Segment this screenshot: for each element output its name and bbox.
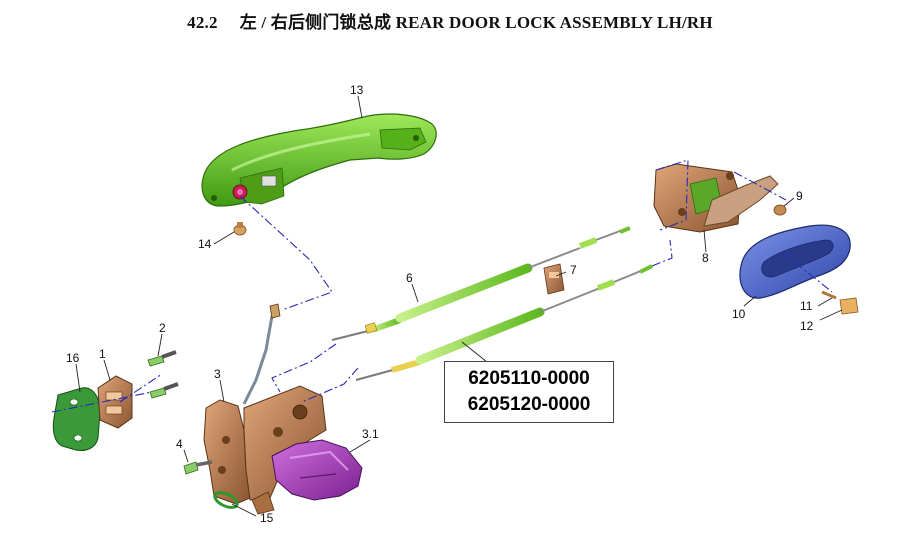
- callout-2: 2: [159, 321, 166, 335]
- page-title: 42.2 左 / 右后侧门锁总成 REAR DOOR LOCK ASSEMBLY …: [0, 8, 900, 33]
- part-number-rh: 6205120-0000: [467, 394, 591, 415]
- motor-cover-part-3.1: [271, 439, 363, 501]
- door-lock-body-part-3: [203, 385, 327, 515]
- screws-part-2: [147, 350, 179, 399]
- assembly-guide-lines: [51, 159, 833, 413]
- control-rod: [242, 315, 274, 405]
- callout-8: 8: [702, 251, 709, 265]
- callout-10: 10: [732, 307, 746, 321]
- callout-1: 1: [99, 347, 106, 361]
- section-number: 42.2: [187, 13, 218, 32]
- callout-7: 7: [570, 263, 577, 277]
- callout-11: 11: [800, 299, 813, 313]
- cable-part-6: [331, 226, 631, 341]
- callout-3: 3: [214, 367, 221, 381]
- part-number-lh: 6205110-0000: [468, 368, 590, 389]
- callout-15: 15: [260, 511, 274, 525]
- callout-3-1: 3.1: [362, 427, 379, 441]
- cable-part-5: [355, 264, 653, 381]
- screw-part-9: [773, 204, 787, 216]
- callout-12: 12: [800, 319, 814, 333]
- callout-14: 14: [198, 237, 212, 251]
- leader-lines: [75, 95, 843, 517]
- bracket-part-1: [97, 375, 133, 429]
- inner-handle-mechanism-part-8: [653, 163, 779, 233]
- title-chinese: 左 / 右后侧门锁总成: [239, 13, 392, 32]
- cable-clip-part-7: [543, 263, 565, 295]
- title-english: REAR DOOR LOCK ASSEMBLY LH/RH: [395, 13, 713, 32]
- seal-part-15: [213, 491, 239, 509]
- rod-clip: [269, 303, 281, 319]
- screw-part-14: [233, 222, 247, 236]
- gasket-part-16: [52, 387, 101, 451]
- screw-part-11: [821, 290, 837, 300]
- screw-part-4: [183, 460, 213, 475]
- callout-labels: 13 14 1 16 2 3 3.1 4 15 6 7 8 9 10 11 12: [66, 83, 814, 525]
- callout-9: 9: [796, 189, 803, 203]
- inner-handle-bezel-part-10: [739, 224, 851, 299]
- part-number-box: 6205110-0000 6205120-0000: [444, 361, 614, 423]
- callout-13: 13: [350, 83, 364, 97]
- callout-16: 16: [66, 351, 80, 365]
- outer-door-handle-part-13: [201, 113, 437, 207]
- cap-part-12: [839, 297, 859, 315]
- callout-6: 6: [406, 271, 413, 285]
- callout-4: 4: [176, 437, 183, 451]
